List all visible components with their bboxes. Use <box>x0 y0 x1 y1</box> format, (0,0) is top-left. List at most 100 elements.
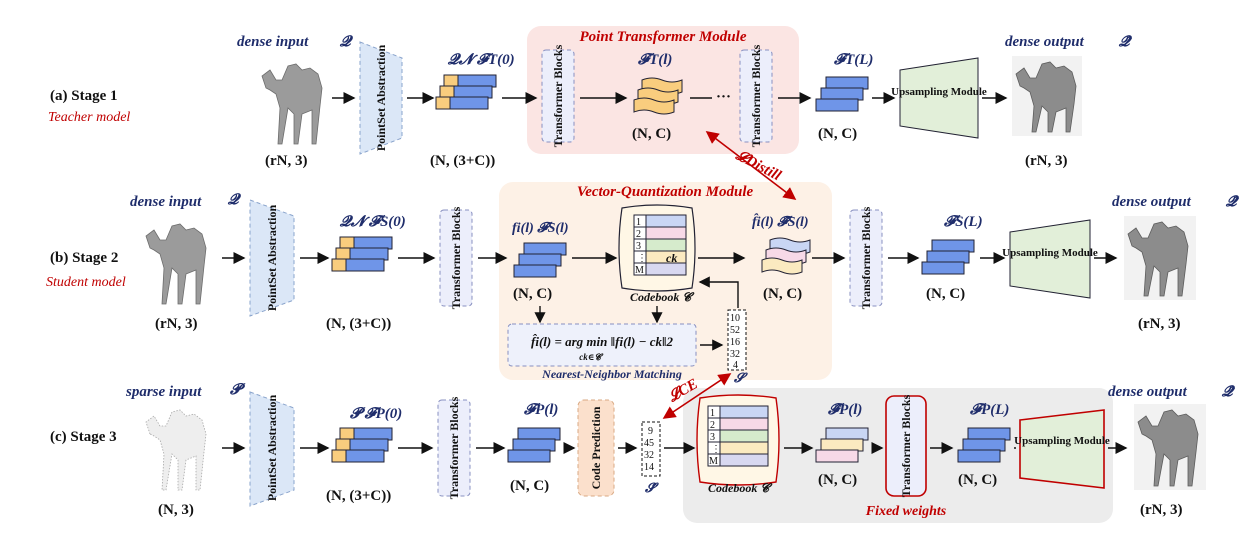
stage2-index-5: 4 <box>733 360 738 371</box>
stage2-sublabel: Student model <box>46 275 126 290</box>
stage3-ups-label: Upsampling Module <box>1014 435 1110 447</box>
camel-output-icon <box>1134 404 1206 490</box>
camel-output-icon <box>1012 56 1082 136</box>
stage2-upsampling-module <box>1009 219 1091 299</box>
stage2-input-symbol: 𝓠 <box>227 192 242 208</box>
stage1-output-dims: (rN, 3) <box>1025 153 1067 169</box>
stage3-tb1-label: Transformer Blocks <box>447 396 461 499</box>
stage3-indices-column <box>641 421 661 477</box>
stage2-codebook-row-4: ⋮ <box>637 253 647 264</box>
stage2-codebook-rows <box>633 214 687 276</box>
stage2-codebook-row-5: M <box>635 265 644 276</box>
nn-formula: f̂i(l) = arg min ‖fi(l) − ck‖2 <box>531 334 673 349</box>
stage1-output-label: dense output <box>1005 34 1085 50</box>
stage3-fhat-dims: (N, C) <box>818 472 857 488</box>
stage3-input-symbol: 𝓟 <box>229 382 246 398</box>
stage3-psa-label: PointSet Abstraction <box>265 395 279 502</box>
stage1-mid-symbol: 𝓕T(l) <box>637 52 672 68</box>
stage2-indices-column <box>727 309 747 371</box>
stage3-label: (c) Stage 3 <box>50 429 117 445</box>
stage2-label: (b) Stage 2 <box>50 250 118 266</box>
stage2-codebook-row-2: 2 <box>636 229 641 240</box>
stage2-fhat-symbol: f̂i(l) 𝓕̂S(l) <box>752 212 809 230</box>
stage3-codebook-row-5: M <box>709 456 718 467</box>
stage2-out-feature-stack <box>921 239 975 275</box>
stage2-fi-symbol: fi(l) 𝓕S(l) <box>512 221 569 236</box>
stage3-transformer-blocks-1 <box>437 399 471 497</box>
stage3-feat-dims: (N, (3+C)) <box>326 488 391 504</box>
stage3-code-pred-label: Code Prediction <box>589 406 603 489</box>
stage2-transformer-blocks-2 <box>849 209 883 307</box>
stage3-index-2: 45 <box>644 438 654 449</box>
nn-label: Nearest-Neighbor Matching <box>541 367 682 381</box>
stage1-input-symbol: 𝓠 <box>339 34 354 50</box>
stage1-output-symbol: 𝓠̂ <box>1118 34 1133 50</box>
camel-dense-icon <box>261 63 323 145</box>
stage2-codebook-label: Codebook 𝓒 <box>630 290 695 304</box>
stage3-index-4: 14 <box>644 462 654 473</box>
stage3-input-label: sparse input <box>125 384 202 400</box>
stage3-codebook-row-2: 2 <box>710 420 715 431</box>
stage3-feature-stack <box>331 427 393 463</box>
stage1-psa-label: PointSet Abstraction <box>374 45 388 152</box>
stage1-label: (a) Stage 1 <box>50 88 118 104</box>
stage2-output-label: dense output <box>1112 194 1192 210</box>
stage3-output-label: dense output <box>1108 384 1188 400</box>
stage3-tb2-label: Transformer Blocks <box>899 394 913 497</box>
stage2-index-4: 32 <box>730 349 740 360</box>
stage3-mid-symbol: 𝓕P(l) <box>523 402 558 418</box>
distill-arrow <box>705 131 797 200</box>
stage2-input-label: dense input <box>130 194 202 210</box>
stage1-out-feat-symbol: 𝓕T(L) <box>833 52 873 68</box>
stage3-codebook-row-3: 3 <box>710 432 715 443</box>
stage2-feat-symbol: 𝓠𝓝 𝓕S(0) <box>339 214 406 230</box>
stage2-index-1: 10 <box>730 313 740 324</box>
stage3-mid-dims: (N, C) <box>510 478 549 494</box>
stage3-output-dims: (rN, 3) <box>1140 502 1182 518</box>
stage2-ups-label: Upsampling Module <box>1002 247 1098 259</box>
stage2-tb1-label: Transformer Blocks <box>449 206 463 309</box>
stage2-output-dims: (rN, 3) <box>1138 316 1180 332</box>
stage3-feat-symbol: 𝓟 𝓕P(0) <box>349 406 402 422</box>
stage3-fixed-label: Fixed weights <box>865 504 947 519</box>
stage2-fi-feature-stack <box>513 242 567 278</box>
stage1-out-feature-stack <box>815 76 869 112</box>
stage1-ups-label: Upsampling Module <box>891 86 987 98</box>
stage2-out-feat-symbol: 𝓕S(L) <box>943 214 983 230</box>
stage2-fi-dims: (N, C) <box>513 286 552 302</box>
camel-output-icon <box>1124 216 1196 300</box>
stage2-pointset-abstraction-block <box>249 199 295 317</box>
stage3-out-feat-symbol: 𝓕P(L) <box>969 402 1009 418</box>
stage2-feat-dims: (N, (3+C)) <box>326 316 391 332</box>
stage2-codebook-row-3: 3 <box>636 241 641 252</box>
stage3-fhat-symbol: 𝓕̂P(l) <box>827 402 862 418</box>
stage2-psa-label: PointSet Abstraction <box>265 205 279 312</box>
stage1-mid-dims: (N, C) <box>632 126 671 142</box>
stage1-sublabel: Teacher model <box>48 110 130 125</box>
camel-sparse-icon <box>145 409 207 491</box>
stage3-codebook-label: Codebook 𝓒 <box>708 481 773 495</box>
stage1-module-title: Point Transformer Module <box>580 29 747 45</box>
stage2-input-dims: (rN, 3) <box>155 316 197 332</box>
stage2-feature-stack <box>331 236 393 272</box>
stage3-codebook-row-4: ⋮ <box>711 444 721 455</box>
stage3-index-3: 32 <box>644 450 654 461</box>
stage1-transformer-blocks-2 <box>739 49 773 143</box>
stage3-mid-feature-stack <box>507 427 561 463</box>
stage2-index-3: 16 <box>730 337 740 348</box>
stage1-wavy-feature-stack <box>633 77 683 115</box>
stage3-output-symbol: 𝓠̂ <box>1221 384 1236 400</box>
nn-matching-box <box>507 323 697 367</box>
nn-formula-sub: ck∈𝓒 <box>579 352 604 362</box>
stage1-input-label: dense input <box>237 34 309 50</box>
stage3-pointset-abstraction-block <box>249 391 295 507</box>
stage1-feat-dims: (N, (3+C)) <box>430 153 495 169</box>
stage1-out-feat-dims: (N, C) <box>818 126 857 142</box>
stage3-upsampling-module <box>1019 409 1105 489</box>
stage2-out-feat-dims: (N, C) <box>926 286 965 302</box>
stage1-feature-stack <box>435 74 497 110</box>
stage2-vq-title: Vector-Quantization Module <box>577 184 754 200</box>
stage2-fhat-dims: (N, C) <box>763 286 802 302</box>
stage1-transformer-blocks-1 <box>541 49 575 143</box>
stage3-fhat-stack <box>815 427 869 463</box>
